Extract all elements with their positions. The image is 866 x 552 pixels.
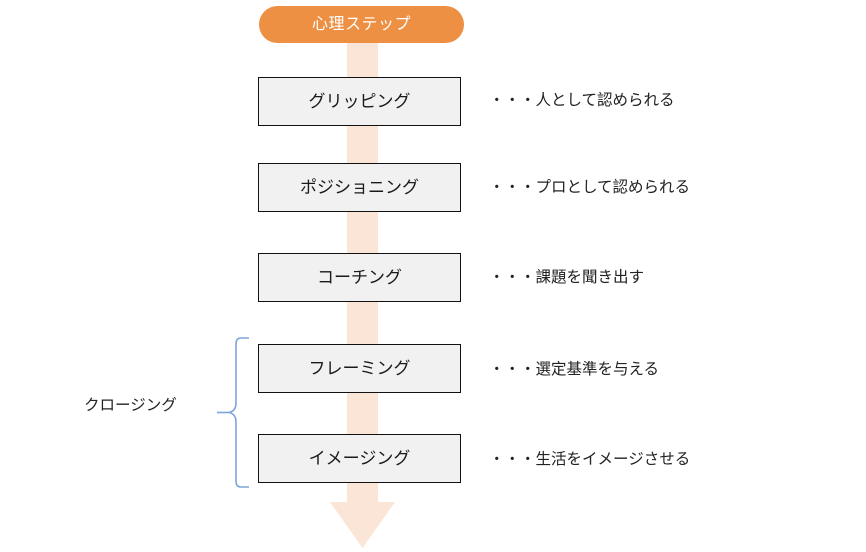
step-box-2: ポジショニング [258, 163, 461, 212]
header-pill: 心理ステップ [259, 6, 464, 43]
step-annotation-4: ・・・選定基準を与える [489, 361, 660, 378]
step-box-label-4: フレーミング [308, 359, 411, 378]
step-box-5: イメージング [258, 434, 461, 483]
step-box-label-2: ポジショニング [300, 178, 419, 197]
step-box-label-5: イメージング [308, 449, 411, 468]
step-box-4: フレーミング [258, 344, 461, 393]
header-pill-label: 心理ステップ [311, 15, 411, 33]
group-label-closing: クロージング [84, 397, 177, 414]
step-annotation-2: ・・・プロとして認められる [489, 179, 691, 196]
step-box-1: グリッピング [258, 77, 461, 126]
step-annotation-3: ・・・課題を聞き出す [489, 269, 645, 286]
step-box-label-1: グリッピング [308, 92, 411, 111]
step-annotation-5: ・・・生活をイメージさせる [489, 451, 691, 468]
step-annotation-1: ・・・人として認められる [489, 92, 675, 109]
step-box-3: コーチング [258, 253, 461, 302]
step-box-label-3: コーチング [317, 268, 402, 287]
curly-brace-icon [217, 337, 249, 488]
